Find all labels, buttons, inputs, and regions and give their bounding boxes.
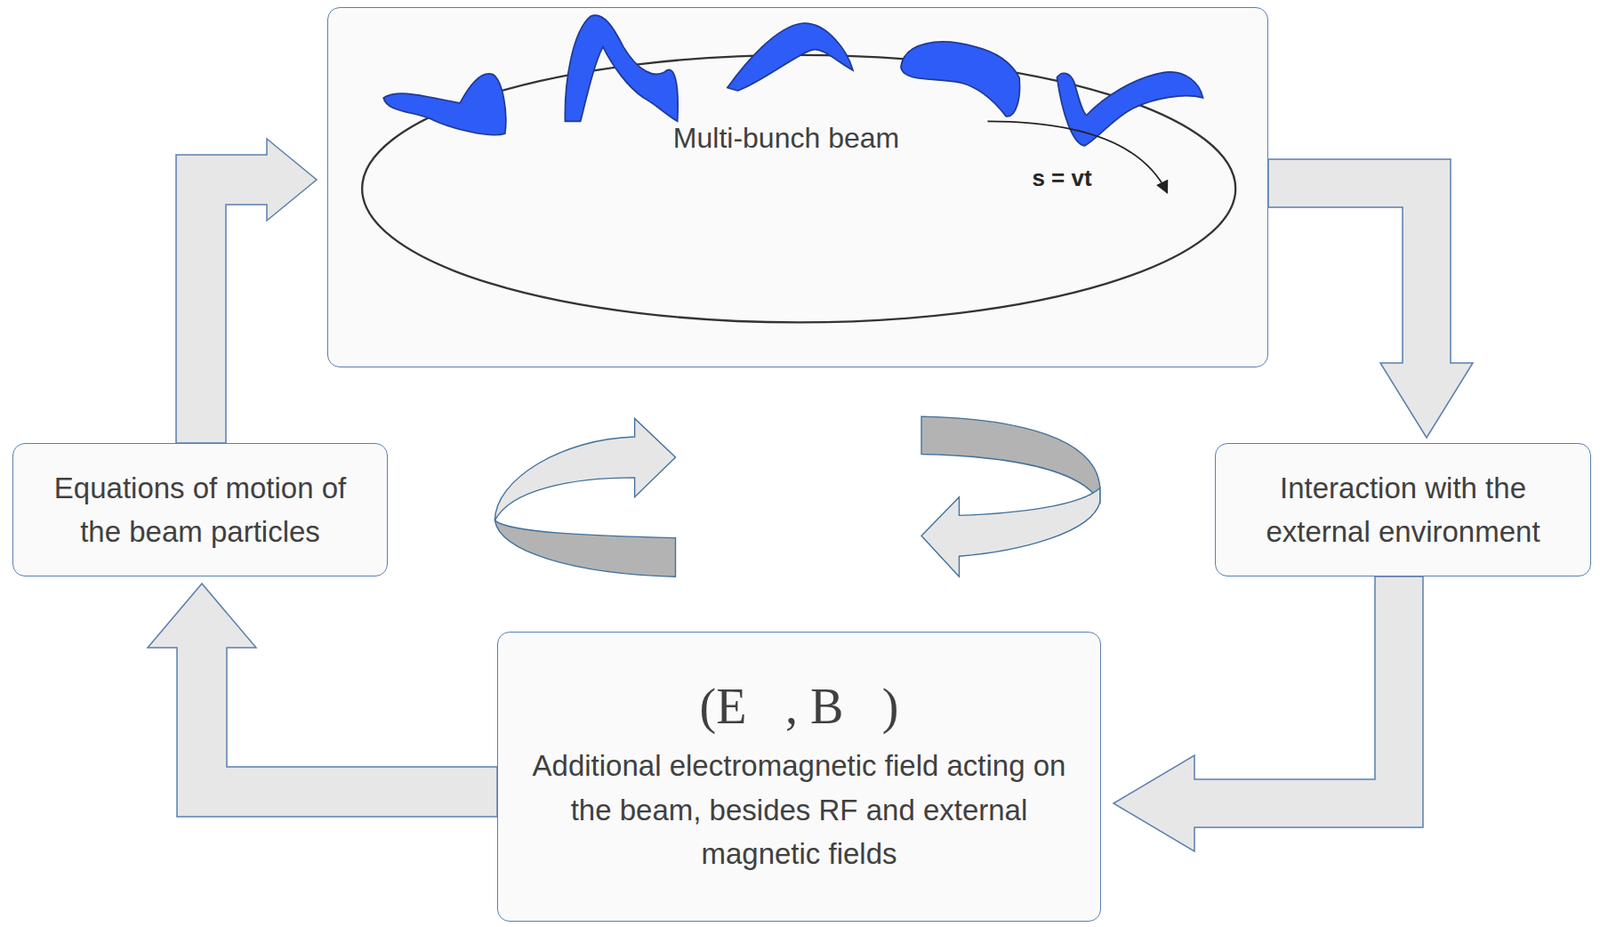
node-text: Interaction with the external environmen… <box>1235 466 1571 555</box>
bunch <box>727 23 853 91</box>
bunch <box>564 15 678 121</box>
bunch <box>383 73 507 136</box>
ring-group <box>361 15 1236 322</box>
block-arrow <box>176 138 317 443</box>
node-text: Equations of motion of the beam particle… <box>32 466 368 555</box>
beam-panel: Multi-bunch beam s = vt <box>327 7 1269 368</box>
curl-band <box>494 520 676 577</box>
ring-orbit <box>361 55 1236 323</box>
node-text: Additional electromagnetic field acting … <box>517 743 1081 877</box>
bunch <box>1056 72 1203 146</box>
block-arrow <box>1113 576 1424 852</box>
field-symbol: (E⃗, B⃗) <box>699 676 900 737</box>
block-arrow <box>147 583 498 817</box>
process-box: Equations of motion of the beam particle… <box>12 442 388 577</box>
curl-band <box>921 416 1101 502</box>
cycle-curls <box>494 416 1100 577</box>
curl-arrow <box>921 487 1101 577</box>
node-text: Multi-bunch beam <box>673 116 900 160</box>
curl-arrow <box>494 418 676 521</box>
velocity-label: s = vt <box>1031 164 1092 193</box>
direction-arrow <box>987 120 1167 193</box>
block-arrow <box>1268 159 1473 438</box>
field-box: (E⃗, B⃗)Additional electromagnetic field… <box>497 631 1102 922</box>
beam-illustration <box>328 8 1270 369</box>
bunch <box>900 41 1021 117</box>
process-box: Interaction with the external environmen… <box>1214 442 1592 577</box>
